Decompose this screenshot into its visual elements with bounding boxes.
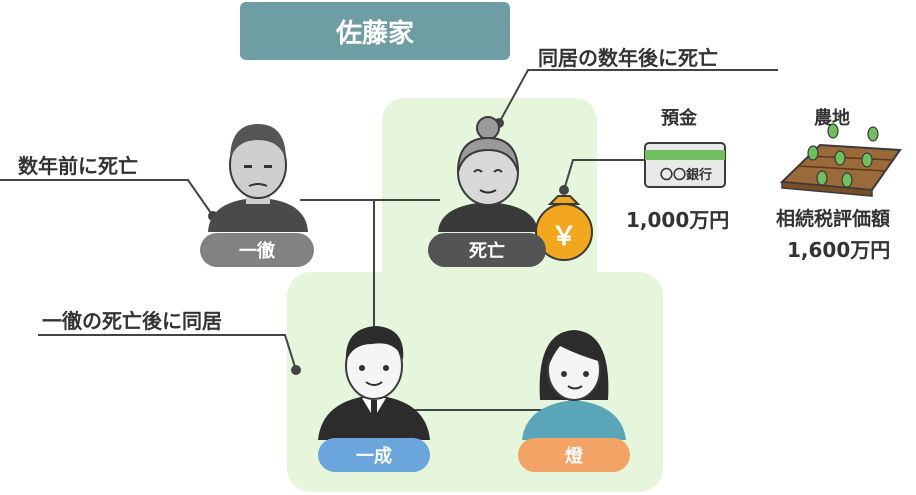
wife-name-badge: 燈 <box>518 438 630 472</box>
family-title: 佐藤家 <box>240 2 510 60</box>
farmland-label: 農地 <box>814 108 850 129</box>
deceased-name-badge: 死亡 <box>428 233 546 267</box>
son-name-badge: 一成 <box>318 438 430 472</box>
farmland-amount: 1,600万円 <box>787 238 891 262</box>
inheritance-tax-label: 相続税評価額 <box>776 208 891 230</box>
grandfather-name-badge: 一徹 <box>200 233 314 267</box>
bank-name: 〇〇銀行 <box>659 168 712 183</box>
wife-avatar <box>522 330 626 440</box>
deposit-amount: 1,000万円 <box>626 208 730 232</box>
deposit-label: 預金 <box>661 108 697 129</box>
farmland-icon <box>779 123 902 197</box>
callout-line-grandfather <box>0 179 214 217</box>
callout-dot-asset <box>559 185 569 195</box>
son-avatar <box>318 326 430 440</box>
money-bag-icon <box>535 195 593 261</box>
annotation-deceased: 同居の数年後に死亡 <box>538 46 718 70</box>
annotation-grandfather: 数年前に死亡 <box>18 154 138 178</box>
asset-link-line <box>563 159 645 191</box>
callout-line-deceased <box>498 69 778 124</box>
annotation-cohabitation: 一徹の死亡後に同居 <box>42 309 222 333</box>
yen-symbol: ￥ <box>550 222 577 252</box>
grandfather-avatar <box>208 124 308 232</box>
callout-line-cohabitation <box>38 334 297 371</box>
grandmother-avatar <box>438 116 538 232</box>
bankbook-icon <box>644 142 726 188</box>
callout-dot-cohabitation <box>291 365 301 375</box>
